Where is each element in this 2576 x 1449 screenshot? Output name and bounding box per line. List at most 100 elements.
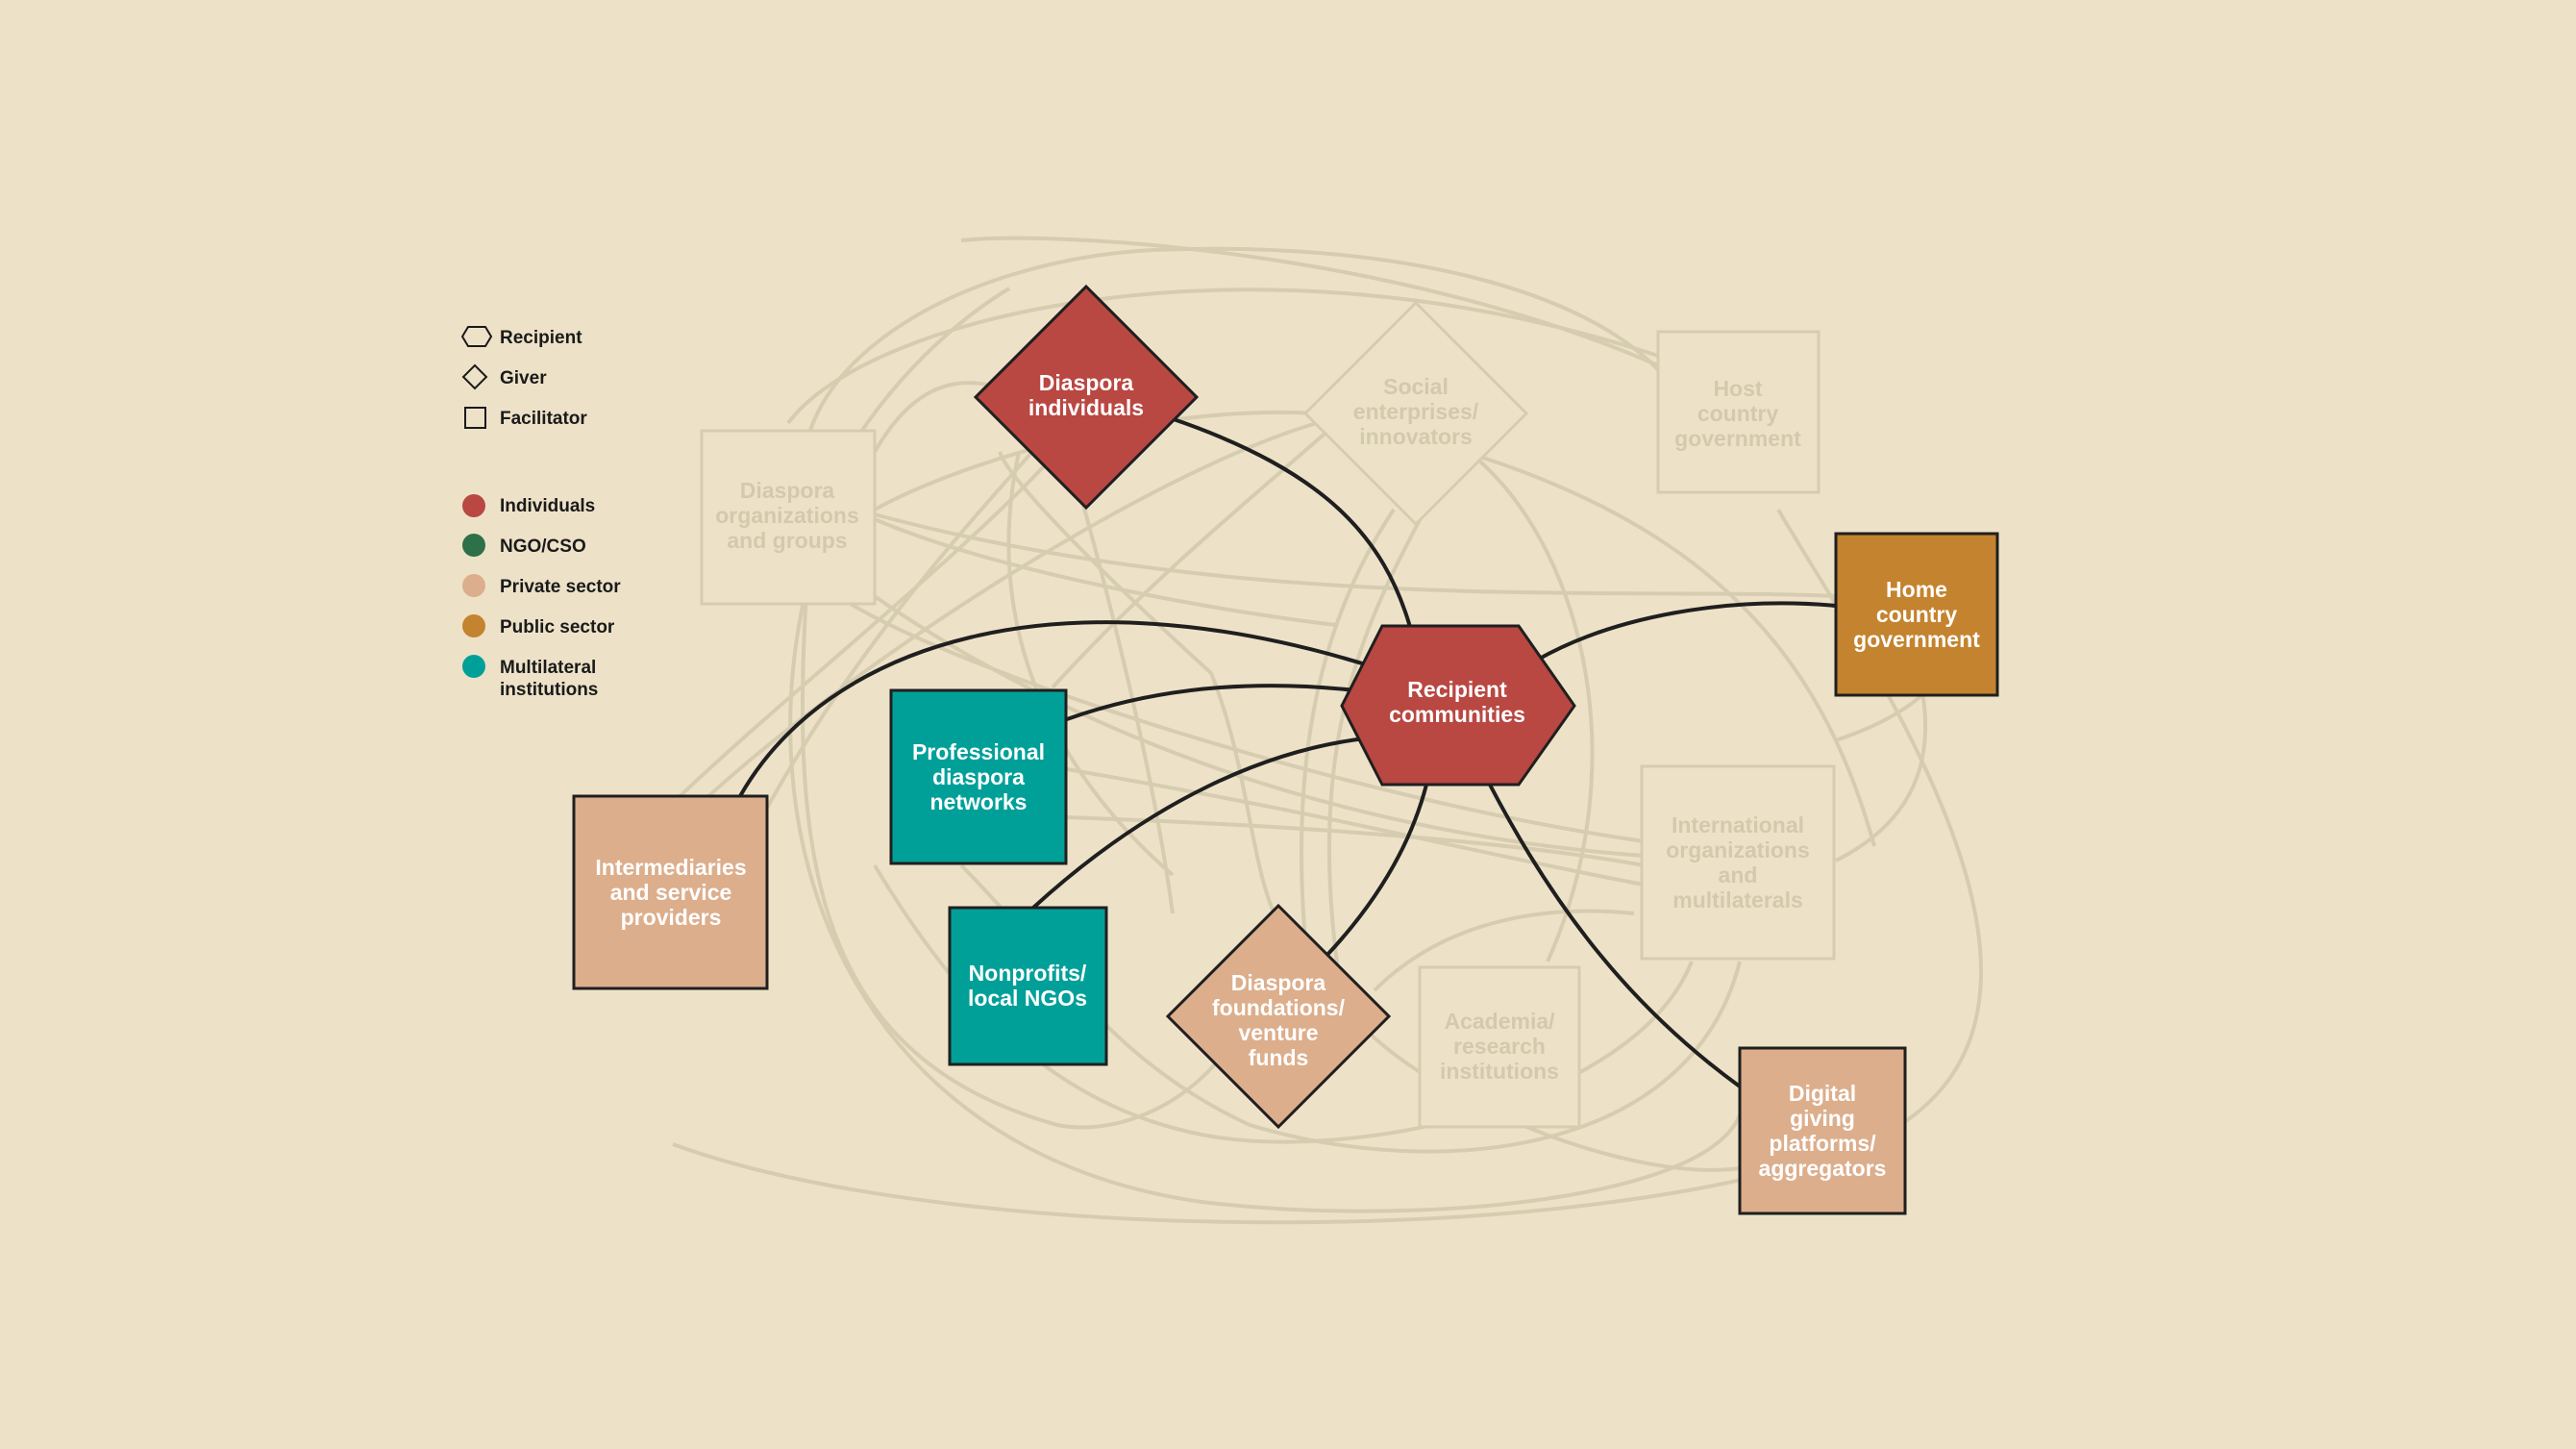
node-label-line: providers	[621, 905, 722, 930]
faded-link	[1051, 426, 1333, 689]
node-label-line: venture	[1238, 1020, 1318, 1045]
legend-multilateral-label-line2: institutions	[500, 680, 598, 700]
faded-link	[1478, 460, 1595, 962]
legend-ngo-cso-label: NGO/CSO	[500, 537, 586, 557]
primary-connections	[738, 416, 1837, 1088]
diamond-icon	[461, 363, 488, 390]
home-country-government-box	[1834, 532, 1999, 697]
link-diaspora-foundations	[1325, 784, 1428, 958]
faded-link	[788, 605, 1745, 1213]
node-label-line: foundations/	[1212, 995, 1346, 1020]
faded-link	[1479, 455, 1876, 847]
ngo-cso-swatch	[462, 534, 485, 557]
highlighted-nodes	[572, 284, 1999, 1215]
node-label-line: funds	[1249, 1045, 1309, 1070]
node-label-line: country	[1876, 602, 1958, 627]
recipient-communities-hexagon	[1340, 624, 1576, 787]
faded-connections	[671, 236, 1983, 1225]
faded-link	[844, 599, 1645, 843]
digital-giving-box	[1738, 1046, 1907, 1215]
private-sector-swatch	[462, 574, 485, 597]
faded-link	[1300, 508, 1396, 962]
node-label-line: aggregators	[1759, 1156, 1887, 1181]
diaspora-foundations-diamond	[1165, 903, 1392, 1130]
legend-individuals-label: Individuals	[500, 496, 595, 516]
node-label-line: research	[1453, 1034, 1546, 1059]
legend-sectors: Individuals NGO/CSO Private sector Publi…	[462, 494, 621, 700]
faded-link	[800, 576, 1223, 1130]
node-label-line: enterprises/	[1353, 399, 1479, 424]
link-diaspora-individuals	[1170, 416, 1412, 628]
hexagon-icon	[460, 326, 493, 347]
node-label-line: multilaterals	[1672, 887, 1803, 912]
nonprofits-box	[948, 906, 1108, 1066]
node-label-line: individuals	[1028, 395, 1144, 420]
legend-recipient-label: Recipient	[500, 328, 582, 348]
node-label-line: Intermediaries	[595, 855, 746, 880]
faded-link	[1835, 691, 1928, 862]
node-label-line: Host	[1713, 376, 1762, 401]
faded-link	[796, 537, 1645, 858]
node-label-line: Home	[1886, 577, 1947, 602]
link-intermediaries	[738, 620, 1375, 797]
link-professional-networks	[1066, 684, 1356, 721]
diaspora-organizations-box	[700, 429, 877, 606]
faded-nodes	[700, 300, 1836, 1129]
link-digital-giving	[1488, 784, 1742, 1088]
legend-shapes: Recipient Giver Facilitator	[460, 326, 587, 429]
node-label-line: giving	[1790, 1106, 1855, 1131]
legend-facilitator-label: Facilitator	[500, 409, 587, 429]
professional-networks-box	[889, 688, 1068, 865]
academia-box	[1418, 965, 1581, 1129]
legend: Recipient Giver Facilitator Individuals …	[460, 326, 621, 700]
international-organizations-box	[1640, 764, 1836, 961]
node-label-line: Diaspora	[1231, 970, 1326, 995]
node-label-line: communities	[1389, 702, 1525, 727]
node-label-line: government	[1853, 627, 1980, 652]
node-label-line: local NGOs	[968, 986, 1087, 1011]
node-label-line: platforms/	[1769, 1131, 1876, 1156]
node-label-line: networks	[930, 789, 1028, 814]
node-label-line: and	[1719, 862, 1758, 887]
node-label-line: Nonprofits/	[969, 961, 1087, 986]
link-home-country-government	[1535, 601, 1837, 662]
node-label-line: Diaspora	[740, 478, 835, 503]
intermediaries-box	[572, 794, 769, 990]
node-label-line: Recipient	[1407, 677, 1507, 702]
faded-link	[998, 451, 1280, 924]
node-label-line: and groups	[727, 528, 847, 553]
nonprofits-label: Nonprofits/local NGOs	[968, 961, 1087, 1011]
legend-multilateral-label: Multilateral	[500, 658, 596, 678]
public-sector-swatch	[462, 614, 485, 637]
link-nonprofits	[1031, 737, 1366, 910]
legend-private-sector-label: Private sector	[500, 577, 621, 597]
node-label-line: country	[1697, 401, 1779, 426]
node-label-line: Social	[1383, 374, 1449, 399]
faded-link	[786, 287, 1659, 425]
legend-giver-label: Giver	[500, 368, 547, 388]
legend-public-sector-label: Public sector	[500, 617, 615, 637]
diaspora-individuals-diamond	[973, 284, 1200, 511]
host-country-government-box	[1656, 330, 1821, 494]
node-label-line: International	[1672, 812, 1804, 837]
node-label-line: institutions	[1440, 1059, 1559, 1084]
individuals-swatch	[462, 494, 485, 517]
node-label-line: Diaspora	[1039, 370, 1134, 395]
faded-link	[1066, 767, 1645, 887]
node-label-line: Academia/	[1444, 1009, 1555, 1034]
faded-link	[1373, 909, 1635, 992]
node-label-line: innovators	[1359, 424, 1473, 449]
faded-link	[800, 246, 1665, 515]
